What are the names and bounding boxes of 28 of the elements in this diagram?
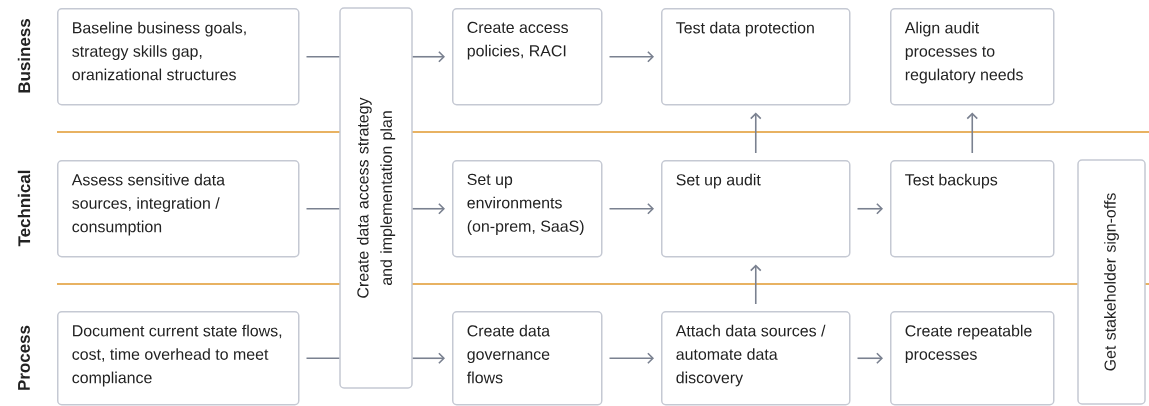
arrow	[411, 202, 445, 215]
arrow	[608, 352, 654, 365]
step-box: Set up audit	[661, 160, 851, 258]
step-box: Create access policies, RACI	[452, 8, 603, 106]
lane-label: Business	[17, 19, 31, 93]
arrow	[856, 202, 883, 215]
step-bar: Get stakeholder sign-offs	[1077, 159, 1146, 405]
arrow	[411, 50, 445, 63]
arrow	[411, 352, 445, 365]
step-box: Create repeatable processes	[890, 311, 1055, 406]
step-box: Document current state flows, cost, time overhead to meet compliance	[57, 311, 300, 406]
arrow	[608, 202, 654, 215]
arrow	[749, 264, 762, 305]
step-box: Baseline business goals, strategy skills gap, oranizational structures	[57, 8, 300, 106]
step-box: Align audit processes to regulatory needs	[890, 8, 1055, 106]
arrow	[966, 112, 979, 154]
step-box: Create data governance flows	[452, 311, 603, 406]
arrow	[608, 50, 654, 63]
step-bar: Create data access strategy and implementation plan	[339, 7, 413, 389]
step-box: Test backups	[890, 160, 1055, 258]
lane-label: Process	[18, 325, 30, 390]
step-box: Set up environments (on-prem, SaaS)	[452, 160, 603, 258]
step-box: Attach data sources / automate data discovery	[661, 311, 851, 406]
step-box: Test data protection	[661, 8, 851, 106]
arrow	[856, 352, 883, 365]
lane-label: Technical	[17, 170, 31, 247]
step-box: Assess sensitive data sources, integration / consumption	[57, 160, 300, 258]
arrow	[749, 112, 762, 154]
